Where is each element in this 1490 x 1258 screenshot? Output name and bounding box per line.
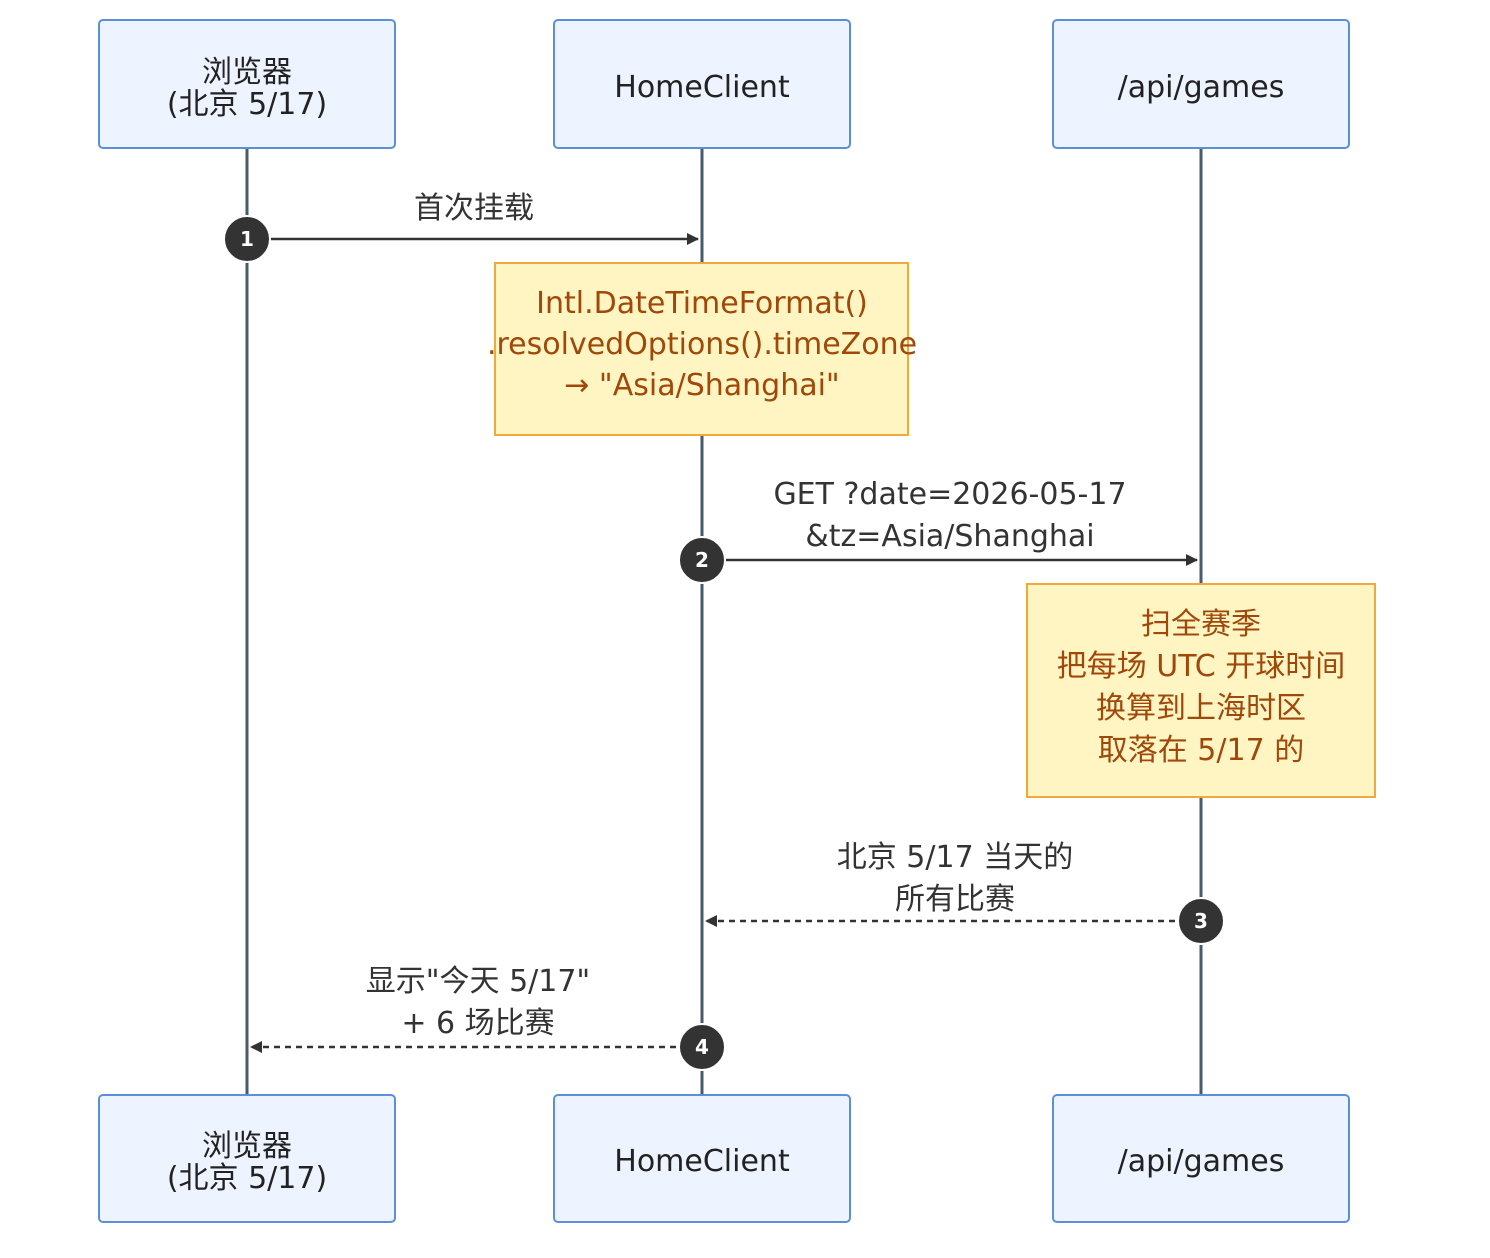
- actor-label-line: /api/games: [1118, 1144, 1285, 1179]
- note-line: 把每场 UTC 开球时间: [1057, 649, 1346, 684]
- note-line: 取落在 5/17 的: [1098, 733, 1304, 768]
- message-3-label-line: 所有比赛: [895, 882, 1015, 917]
- actor-browser-bottom: 浏览器 (北京 5/17): [98, 1094, 396, 1223]
- actor-label-line: 浏览器: [202, 1129, 292, 1164]
- note-line: .resolvedOptions().timeZone: [487, 327, 917, 362]
- actor-label-line: 浏览器: [202, 55, 292, 90]
- actor-homeclient-bottom: HomeClient: [553, 1094, 851, 1223]
- message-2-label-line: GET ?date=2026-05-17: [773, 477, 1126, 512]
- actor-label-line: HomeClient: [614, 1144, 790, 1179]
- message-2-label-line: &tz=Asia/Shanghai: [805, 519, 1094, 554]
- actor-label-line: (北京 5/17): [167, 1161, 327, 1196]
- message-4-label-line: 显示"今天 5/17": [366, 964, 591, 999]
- sequence-number-3: [1177, 897, 1225, 945]
- actor-label-line: HomeClient: [614, 70, 790, 105]
- note-season-scan: 扫全赛季 把每场 UTC 开球时间 换算到上海时区 取落在 5/17 的: [1026, 583, 1376, 798]
- actor-browser-top: 浏览器 (北京 5/17): [98, 19, 396, 149]
- sequence-number-3-text: 3: [1194, 909, 1208, 933]
- message-4-label-line: + 6 场比赛: [401, 1006, 554, 1041]
- sequence-number-1-text: 1: [240, 227, 254, 251]
- sequence-number-4-text: 4: [695, 1035, 709, 1059]
- message-1-label: 首次挂载: [414, 191, 534, 226]
- sequence-number-4: [678, 1023, 726, 1071]
- note-line: 扫全赛季: [1141, 607, 1261, 642]
- sequence-number-2-text: 2: [695, 548, 709, 572]
- note-timezone-detect: Intl.DateTimeFormat() .resolvedOptions()…: [487, 262, 917, 436]
- note-line: → "Asia/Shanghai": [564, 368, 839, 403]
- actor-api-top: /api/games: [1052, 19, 1350, 149]
- actor-homeclient-top: HomeClient: [553, 19, 851, 149]
- sequence-number-2: [678, 536, 726, 584]
- note-line: 换算到上海时区: [1096, 691, 1306, 726]
- message-3-label-line: 北京 5/17 当天的: [837, 840, 1073, 875]
- actor-label-line: /api/games: [1118, 70, 1285, 105]
- note-line: Intl.DateTimeFormat(): [536, 286, 868, 321]
- actor-label-line: (北京 5/17): [167, 87, 327, 122]
- sequence-number-1: [223, 215, 271, 263]
- actor-api-bottom: /api/games: [1052, 1094, 1350, 1223]
